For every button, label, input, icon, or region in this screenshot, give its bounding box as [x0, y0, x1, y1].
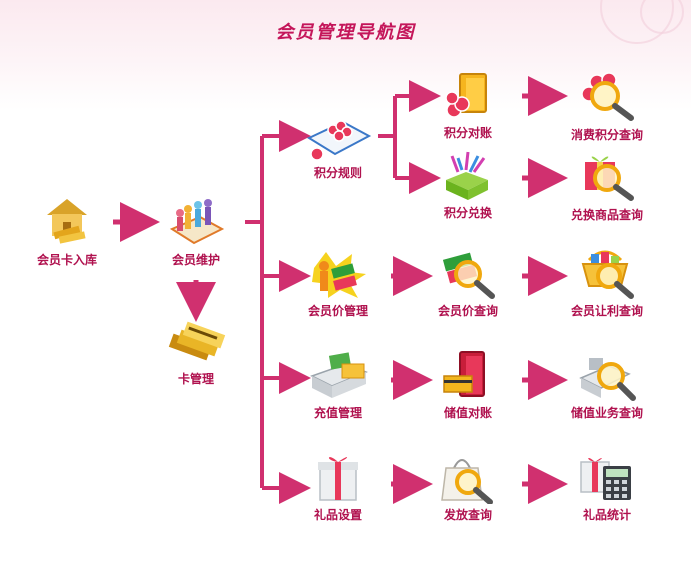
gold-cards-icon	[168, 321, 226, 361]
node-recharge-manage[interactable]: 充值管理	[288, 350, 388, 421]
node-member-price-manage[interactable]: 会员价管理	[288, 248, 388, 319]
node-label: 会员卡入库	[36, 253, 97, 267]
node-label: 礼品设置	[313, 508, 362, 522]
node-gift-statistics[interactable]: 礼品统计	[557, 452, 657, 523]
node-label: 储值业务查询	[570, 406, 643, 420]
cards-book-icon	[443, 351, 485, 397]
node-label: 卡管理	[177, 372, 214, 386]
main-trunk-line	[245, 136, 264, 488]
node-label: 会员价管理	[307, 304, 368, 318]
node-points-exchange[interactable]: 积分兑换	[418, 150, 518, 221]
gift-box-icon	[318, 457, 358, 501]
node-label: 积分兑换	[443, 206, 492, 220]
points-chips-icon	[306, 120, 372, 161]
gift-magnifier-icon	[585, 156, 634, 201]
member-people-icon	[169, 199, 225, 245]
node-label: 发放查询	[443, 508, 492, 522]
cash-register-icon	[310, 352, 368, 398]
node-label: 充值管理	[313, 406, 362, 420]
tag-magnifier-icon	[442, 252, 495, 299]
node-card-manage[interactable]: 卡管理	[146, 318, 246, 387]
node-gift-setting[interactable]: 礼品设置	[288, 452, 388, 523]
gift-box-open-icon	[446, 151, 488, 200]
node-points-rules[interactable]: 积分规则	[288, 110, 388, 181]
node-label: 积分对账	[443, 126, 492, 140]
house-cards-icon	[47, 199, 87, 244]
node-label: 会员让利查询	[570, 304, 643, 318]
node-label: 积分规则	[313, 166, 362, 180]
node-points-reconcile[interactable]: 积分对账	[418, 70, 518, 141]
node-label: 礼品统计	[582, 508, 631, 522]
node-member-price-query[interactable]: 会员价查询	[418, 248, 518, 319]
node-label: 会员价查询	[437, 304, 498, 318]
node-label: 储值对账	[443, 406, 492, 420]
decorative-circle	[640, 0, 684, 34]
node-label: 消费积分查询	[570, 128, 643, 142]
node-stored-value-query[interactable]: 储值业务查询	[557, 350, 657, 421]
page-title: 会员管理导航图	[275, 22, 416, 43]
node-member-discount-query[interactable]: 会员让利查询	[557, 246, 657, 319]
split-line	[378, 96, 397, 178]
node-exchange-goods-query[interactable]: 兑换商品查询	[557, 148, 657, 223]
node-member-maintain[interactable]: 会员维护	[146, 193, 246, 268]
header-background	[0, 0, 691, 110]
node-consume-points-query[interactable]: 消费积分查询	[557, 68, 657, 143]
register-magnifier-icon	[579, 358, 636, 401]
node-label: 会员维护	[171, 253, 220, 267]
basket-magnifier-icon	[581, 250, 634, 299]
node-stored-value-reconcile[interactable]: 储值对账	[418, 350, 518, 421]
price-tag-person-icon	[312, 252, 366, 298]
node-card-stock-in[interactable]: 会员卡入库	[17, 193, 117, 268]
node-label: 兑换商品查询	[570, 208, 643, 222]
chips-magnifier-icon	[581, 72, 634, 121]
node-issue-query[interactable]: 发放查询	[418, 452, 518, 523]
coins-book-icon	[445, 73, 487, 118]
bag-magnifier-icon	[441, 459, 493, 504]
gift-calculator-icon	[580, 457, 631, 500]
